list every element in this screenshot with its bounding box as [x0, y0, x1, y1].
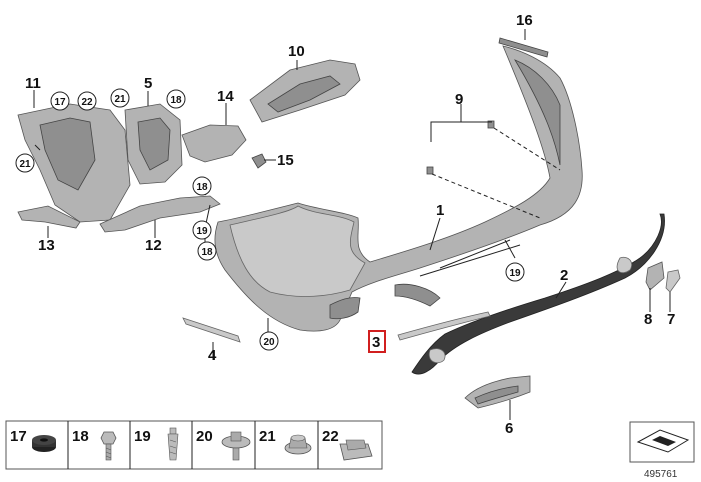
legend-item-20: 20	[196, 428, 251, 461]
callout-7: 7	[667, 311, 675, 328]
callout-2: 2	[560, 267, 568, 284]
ref-17-circle: 17	[50, 91, 70, 111]
callout-1: 1	[436, 202, 444, 219]
part-5-bracket	[124, 103, 183, 185]
part-3-trim-strip	[397, 311, 491, 341]
part-8-bracket	[645, 261, 665, 291]
svg-text:22: 22	[81, 97, 93, 108]
svg-text:18: 18	[72, 428, 89, 445]
part-10-bracket	[249, 59, 361, 123]
legend-item-18: 18	[72, 428, 117, 461]
svg-text:20: 20	[196, 428, 213, 445]
part-2-diffuser	[411, 213, 665, 375]
svg-text:18: 18	[201, 247, 213, 258]
highlight-box	[368, 330, 386, 353]
svg-text:22: 22	[322, 428, 339, 445]
fastener-legend: 17 18 19 20 21	[5, 420, 383, 470]
ref-18-circle-top: 18	[166, 89, 186, 109]
callout-3: 3	[372, 334, 380, 351]
callout-16: 16	[516, 12, 533, 29]
ref-21-circle-left: 21	[15, 153, 35, 173]
part-4-reflector-strip	[182, 317, 241, 343]
callout-6: 6	[505, 420, 513, 437]
legend-item-17: 17	[10, 428, 56, 452]
svg-text:18: 18	[170, 95, 182, 106]
part-15-clip	[251, 153, 267, 169]
svg-text:19: 19	[196, 226, 208, 237]
part-6-exhaust-tip	[464, 375, 531, 409]
callout-11: 11	[25, 75, 41, 92]
legend-item-19: 19	[134, 427, 179, 461]
part-9-clips	[426, 104, 561, 219]
legend-item-21: 21	[259, 428, 312, 455]
callout-labels: 1 2 3 4 5 6 7 8 9 10 11 12 13 14 15 16	[25, 12, 675, 437]
legend-item-22: 22	[322, 428, 373, 461]
part-16-trim-strip	[498, 37, 549, 58]
svg-text:21: 21	[114, 94, 126, 105]
part-1-bumper-panel	[214, 45, 583, 332]
callout-14: 14	[217, 88, 234, 105]
part-12-bracket	[99, 195, 221, 233]
ref-22-circle: 22	[77, 91, 97, 111]
callout-15: 15	[277, 152, 294, 169]
part-7-bracket	[665, 269, 681, 293]
part-14-bracket	[181, 124, 247, 163]
ref-21-circle-top: 21	[110, 88, 130, 108]
callout-5: 5	[144, 75, 152, 92]
ref-18-circle-low: 18	[197, 241, 217, 261]
svg-text:18: 18	[196, 182, 208, 193]
callout-4: 4	[208, 347, 217, 364]
callout-12: 12	[145, 237, 162, 254]
svg-text:19: 19	[134, 428, 151, 445]
part-11-energy-absorber	[17, 103, 131, 223]
callout-8: 8	[644, 311, 652, 328]
callout-13: 13	[38, 237, 55, 254]
svg-text:21: 21	[19, 159, 31, 170]
ref-18-circle-mid: 18	[192, 176, 212, 196]
svg-text:17: 17	[54, 97, 66, 108]
ref-20-circle: 20	[259, 331, 279, 351]
orientation-arrow-box	[629, 421, 695, 463]
svg-text:19: 19	[509, 268, 521, 279]
svg-text:20: 20	[263, 337, 275, 348]
svg-text:21: 21	[259, 428, 276, 445]
callout-10: 10	[288, 43, 305, 60]
circled-refs: 17 22 21 18 21 18 19 18	[15, 88, 525, 351]
ref-19-circle-mid: 19	[192, 220, 212, 240]
part-13-reflector	[17, 205, 81, 229]
svg-text:17: 17	[10, 428, 27, 445]
ref-19-circle-right: 19	[505, 262, 525, 282]
diagram-id: 495761	[644, 469, 678, 480]
callout-9: 9	[455, 91, 463, 108]
